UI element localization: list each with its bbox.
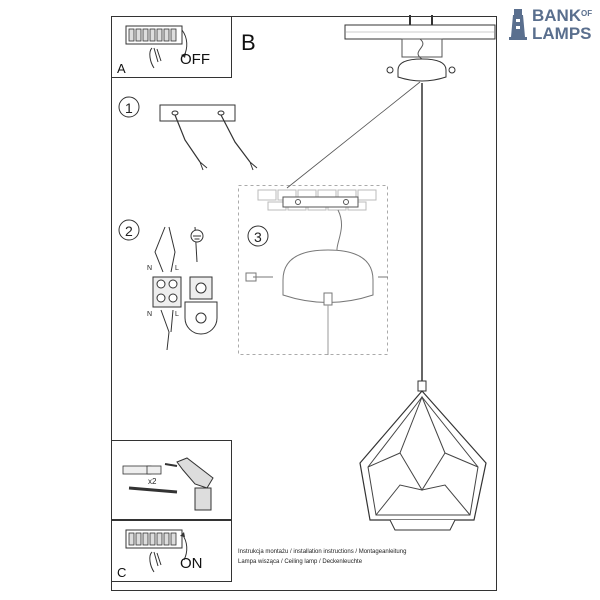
ceiling-plate-wires-diagram <box>159 104 258 171</box>
panel-a: A OFF <box>111 16 232 78</box>
step-1-badge <box>118 96 140 118</box>
wire-n-bottom-label: N <box>147 311 153 318</box>
step-3-number: 3 <box>254 229 262 245</box>
logo-line2: LAMPS <box>532 24 592 43</box>
breaker-switch-icon <box>125 25 188 69</box>
wire-n-top-label: N <box>147 265 153 272</box>
drill-icon <box>122 457 214 511</box>
logo-of: OF <box>581 9 593 18</box>
wire-l-bottom-label: L <box>175 311 179 318</box>
screw-count-label: x2 <box>148 477 157 486</box>
pendant-lamp-illustration <box>344 15 496 531</box>
step-2-number: 2 <box>125 223 133 239</box>
panel-c-state: ON <box>180 555 203 572</box>
panel-c-letter: C <box>117 565 127 580</box>
caption-line1: Instrukcja montażu / installation instru… <box>238 549 407 555</box>
mounting-tools-panel: x2 <box>111 440 232 520</box>
panel-c: C ON <box>111 520 232 582</box>
panel-a-state: OFF <box>180 51 210 68</box>
lighthouse-icon <box>509 9 527 40</box>
panel-a-letter: A <box>117 61 126 76</box>
breaker-switch-on-icon <box>125 529 188 573</box>
brand-logo: BANK OF LAMPS <box>508 5 598 45</box>
canopy-detail-frame <box>238 185 388 355</box>
terminal-block-diagram <box>152 226 218 351</box>
leader-line <box>286 81 421 189</box>
wire-l-top-label: L <box>175 265 179 272</box>
step-1-number: 1 <box>125 100 133 116</box>
panel-b-letter: B <box>241 30 256 55</box>
step-3-badge <box>247 225 269 247</box>
logo-line1: BANK <box>532 6 582 25</box>
panel-b-frame <box>111 16 497 591</box>
step-2-badge <box>118 219 140 241</box>
caption-line2: Lampa wisząca / Ceiling lamp / Deckenleu… <box>238 559 363 565</box>
